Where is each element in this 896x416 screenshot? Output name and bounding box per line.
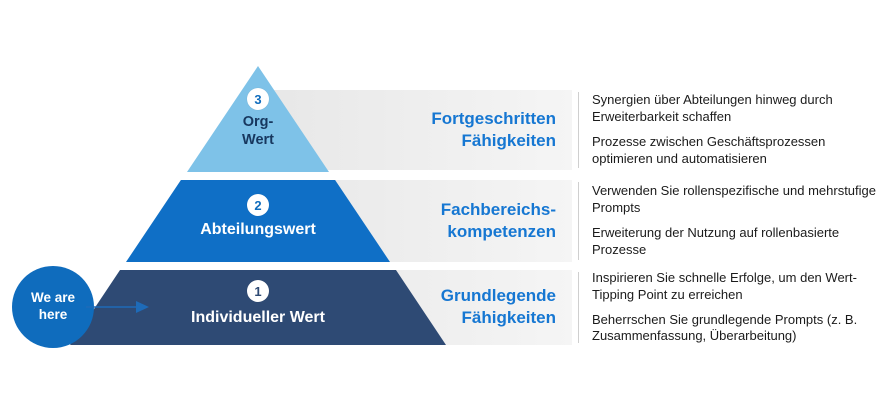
tier-2-point-2: Erweiterung der Nutzung auf rollenbasier… xyxy=(592,225,840,257)
divider-line-top xyxy=(578,92,579,168)
tier-2-number: 2 xyxy=(254,197,262,213)
tier-3-number-badge: 3 xyxy=(247,88,269,110)
tier-2-label: Abteilungswert xyxy=(200,221,316,238)
tier-2-number-badge: 2 xyxy=(247,194,269,216)
tier-3-descriptions: Synergien über Abteilungen hinweg durch … xyxy=(592,90,886,170)
tier-3-point-1: Synergien über Abteilungen hinweg durch … xyxy=(592,92,833,125)
tier-1-descriptions: Inspirieren Sie schnelle Erfolge, um den… xyxy=(592,270,886,345)
tier-1-point-1: Inspirieren Sie schnelle Erfolge, um den… xyxy=(592,269,857,302)
tier-3-label: Org- Wert xyxy=(242,114,274,149)
tier-2-descriptions: Verwenden Sie rollenspezifische und mehr… xyxy=(592,180,886,262)
tier-2-point-1: Verwenden Sie rollenspezifische und mehr… xyxy=(592,183,877,216)
tier-1-heading: Grundlegende Fähigkeiten xyxy=(440,286,556,328)
tier-1-content: 1 Individueller Wert xyxy=(178,280,338,327)
tier-2-heading: Fachbereichs- kompetenzen xyxy=(440,200,556,242)
tier-1-label: Individueller Wert xyxy=(191,309,325,326)
we-are-here-label: We are here xyxy=(30,290,76,322)
tier-3-point-2: Prozesse zwischen Geschäftsprozessen opt… xyxy=(592,134,826,166)
tier-3-number: 3 xyxy=(254,91,262,107)
we-are-here-badge: We are here xyxy=(12,266,94,348)
divider-line-bottom xyxy=(578,272,579,343)
arrow-right-icon xyxy=(86,301,149,313)
tier-3-content: 3 Org- Wert xyxy=(178,88,338,149)
tier-1-point-2: Beherrschen Sie grundlegende Prompts (z.… xyxy=(592,311,858,344)
divider-line-middle xyxy=(578,182,579,260)
tier-3-heading: Fortgeschritten Fähigkeiten xyxy=(431,109,556,151)
tier-2-content: 2 Abteilungswert xyxy=(178,194,338,239)
tier-1-number: 1 xyxy=(254,283,262,299)
tier-1-number-badge: 1 xyxy=(247,280,269,302)
